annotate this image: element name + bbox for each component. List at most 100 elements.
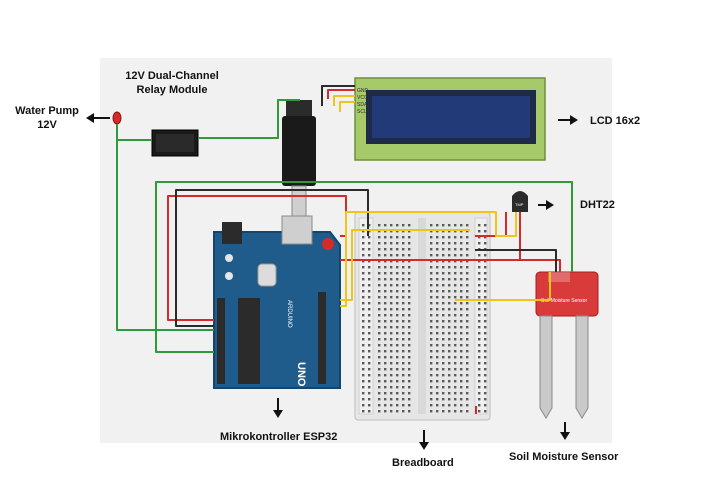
breadboard-hole (402, 284, 405, 287)
breadboard-hole (442, 398, 445, 401)
breadboard-hole (368, 326, 371, 329)
breadboard-hole (384, 332, 387, 335)
breadboard-hole (408, 266, 411, 269)
breadboard-hole (460, 386, 463, 389)
breadboard-hole (402, 314, 405, 317)
lcd-pin-sda: SDA (357, 102, 368, 108)
breadboard-hole (442, 338, 445, 341)
breadboard-hole (478, 308, 481, 311)
breadboard-hole (430, 356, 433, 359)
breadboard-hole (454, 236, 457, 239)
breadboard-hole (390, 254, 393, 257)
breadboard-hole (378, 404, 381, 407)
breadboard-hole (368, 386, 371, 389)
breadboard-hole (454, 374, 457, 377)
breadboard-hole (390, 314, 393, 317)
breadboard-hole (466, 392, 469, 395)
breadboard-hole (466, 338, 469, 341)
breadboard-hole (478, 344, 481, 347)
breadboard-hole (430, 272, 433, 275)
breadboard-hole (448, 386, 451, 389)
breadboard-hole (362, 254, 365, 257)
breadboard-hole (390, 338, 393, 341)
breadboard-hole (460, 236, 463, 239)
breadboard-hole (390, 350, 393, 353)
breadboard-hole (378, 224, 381, 227)
breadboard-hole (378, 278, 381, 281)
breadboard-hole (378, 344, 381, 347)
breadboard-graphic (354, 211, 491, 421)
breadboard-hole (362, 284, 365, 287)
arrow-lcd (558, 115, 578, 125)
breadboard-hole (442, 236, 445, 239)
breadboard-hole (448, 326, 451, 329)
breadboard-hole (484, 344, 487, 347)
breadboard-hole (454, 314, 457, 317)
breadboard-hole (484, 392, 487, 395)
breadboard-hole (442, 254, 445, 257)
breadboard-hole (368, 368, 371, 371)
breadboard-hole (442, 224, 445, 227)
breadboard-hole (478, 332, 481, 335)
breadboard-hole (368, 278, 371, 281)
breadboard-hole (408, 236, 411, 239)
breadboard-hole (362, 314, 365, 317)
breadboard-hole (384, 296, 387, 299)
breadboard-hole (408, 404, 411, 407)
label-dht22: DHT22 (580, 199, 615, 211)
breadboard-hole (390, 224, 393, 227)
breadboard-hole (396, 314, 399, 317)
breadboard-hole (362, 344, 365, 347)
breadboard-hole (368, 398, 371, 401)
breadboard-hole (430, 332, 433, 335)
breadboard-hole (448, 296, 451, 299)
breadboard-hole (442, 242, 445, 245)
breadboard-hole (478, 356, 481, 359)
breadboard-hole (368, 266, 371, 269)
breadboard-hole (378, 290, 381, 293)
breadboard-hole (402, 266, 405, 269)
breadboard-hole (390, 326, 393, 329)
breadboard-hole (384, 362, 387, 365)
breadboard-hole (396, 224, 399, 227)
breadboard-hole (362, 296, 365, 299)
breadboard-hole (466, 296, 469, 299)
breadboard-hole (478, 410, 481, 413)
breadboard-hole (362, 266, 365, 269)
breadboard-hole (396, 230, 399, 233)
breadboard-hole (384, 266, 387, 269)
breadboard-hole (390, 290, 393, 293)
breadboard-hole (448, 230, 451, 233)
breadboard-hole (436, 290, 439, 293)
breadboard-hole (436, 224, 439, 227)
breadboard-hole (436, 278, 439, 281)
breadboard-hole (402, 404, 405, 407)
breadboard-hole (378, 368, 381, 371)
breadboard-hole (384, 248, 387, 251)
breadboard-hole (454, 254, 457, 257)
breadboard-hole (368, 290, 371, 293)
breadboard-hole (384, 236, 387, 239)
breadboard-hole (368, 362, 371, 365)
breadboard-hole (448, 344, 451, 347)
breadboard-hole (368, 392, 371, 395)
breadboard-hole (460, 230, 463, 233)
arrow-breadboard (419, 430, 429, 450)
breadboard-hole (384, 254, 387, 257)
breadboard-hole (436, 284, 439, 287)
label-lcd: LCD 16x2 (590, 115, 641, 127)
breadboard-hole (378, 332, 381, 335)
breadboard-hole (454, 272, 457, 275)
breadboard-hole (378, 260, 381, 263)
breadboard-hole (454, 278, 457, 281)
breadboard-hole (448, 290, 451, 293)
breadboard-hole (368, 230, 371, 233)
breadboard-hole (484, 332, 487, 335)
breadboard-hole (454, 380, 457, 383)
breadboard-hole (466, 278, 469, 281)
breadboard-hole (368, 404, 371, 407)
breadboard-hole (378, 308, 381, 311)
breadboard-hole (362, 386, 365, 389)
breadboard-hole (362, 350, 365, 353)
